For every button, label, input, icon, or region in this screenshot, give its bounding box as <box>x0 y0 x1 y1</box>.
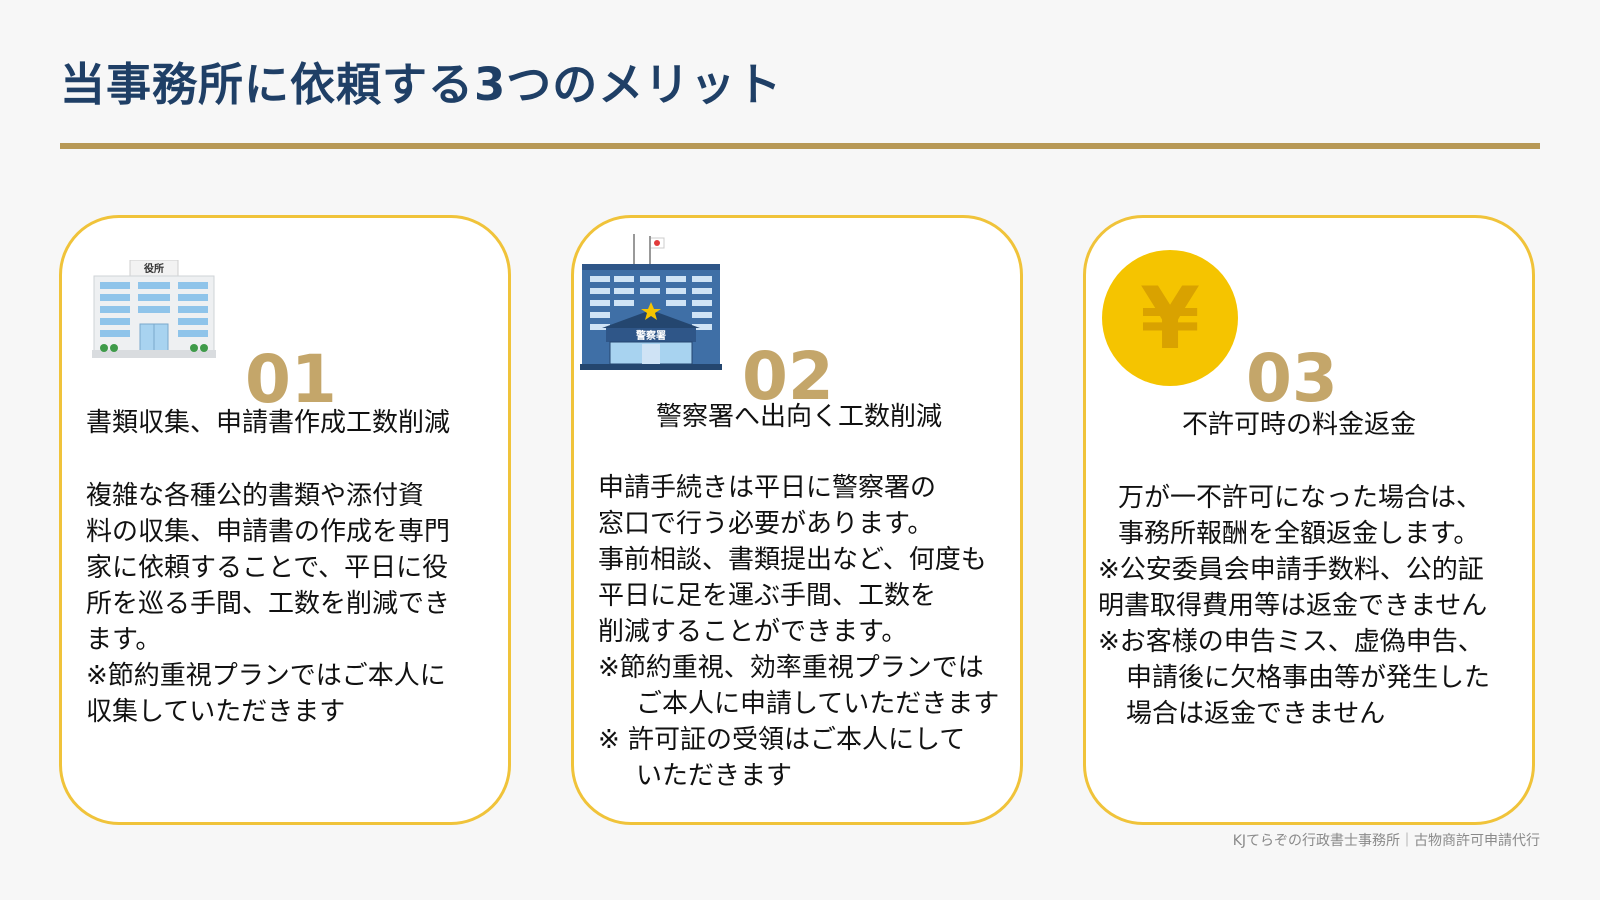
body-line: 平日に足を運ぶ手間、工数を <box>598 581 937 611</box>
city-hall-sign: 役所 <box>144 262 164 275</box>
body-line: ※公安委員会申請手数料、公的証 <box>1098 555 1484 585</box>
body-line: 事務所報酬を全額返金します。 <box>1118 519 1480 549</box>
police-station-sign: 警察署 <box>635 329 666 342</box>
yen-coin-icon: ¥ <box>1102 250 1238 386</box>
body-line: ※お客様の申告ミス、虚偽申告、 <box>1098 627 1484 657</box>
city-hall-icon: 役所 <box>92 260 216 358</box>
title-divider <box>60 143 1540 149</box>
body-line: ※節約重視、効率重視プランでは <box>598 653 984 683</box>
body-line: 申請後に欠格事由等が発生した <box>1126 663 1491 693</box>
body-line: ※ 許可証の受領はご本人にして <box>598 725 966 755</box>
merit-number: 03 <box>1246 340 1338 417</box>
merit-heading: 書類収集、申請書作成工数削減 <box>86 408 451 438</box>
body-line: 削減することができます。 <box>598 617 908 647</box>
merit-card-1: 役所 01 書類収集、申請書作成工数削減 複雑な各種公的書類や添付資 料の収集、… <box>59 215 511 825</box>
body-line: いただきます <box>636 761 793 791</box>
body-line: 料の収集、申請書の作成を専門 <box>86 517 451 547</box>
footer-credit: KJてらぞの行政書士事務所｜古物商許可申請代行 <box>1232 833 1540 849</box>
merit-card-3: ¥ 03 不許可時の料金返金 万が一不許可になった場合は、 事務所報酬を全額返金… <box>1083 215 1535 825</box>
merit-heading: 警察署へ出向く工数削減 <box>656 402 943 432</box>
body-line: 場合は返金できません <box>1126 699 1386 729</box>
merit-number: 02 <box>742 338 834 415</box>
body-line: ます。 <box>86 625 162 655</box>
merit-heading: 不許可時の料金返金 <box>1182 410 1417 440</box>
body-line: 万が一不許可になった場合は、 <box>1118 483 1483 513</box>
merit-body: 複雑な各種公的書類や添付資 料の収集、申請書の作成を専門 家に依頼することで、平… <box>86 478 450 730</box>
body-line: ご本人に申請していただきます <box>636 689 1000 719</box>
body-line: 事前相談、書類提出など、何度も <box>598 545 987 575</box>
page-title: 当事務所に依頼する3つのメリット <box>60 58 783 111</box>
body-line: 収集していただきます <box>86 697 346 727</box>
yen-symbol: ¥ <box>1140 269 1200 369</box>
body-line: 窓口で行う必要があります。 <box>598 509 934 539</box>
body-line: 複雑な各種公的書類や添付資 <box>86 481 425 511</box>
merit-body: 万が一不許可になった場合は、 事務所報酬を全額返金します。 ※公安委員会申請手数… <box>1098 480 1490 732</box>
merit-number: 01 <box>245 341 337 418</box>
body-line: 明書取得費用等は返金できません <box>1098 591 1488 621</box>
merit-card-2: 警察署 02 警察署へ出向く工数削減 申請手続きは平日に警察署の 窓口で行う必要… <box>571 215 1023 825</box>
body-line: ※節約重視プランではご本人に <box>86 661 446 691</box>
merit-body: 申請手続きは平日に警察署の 窓口で行う必要があります。 事前相談、書類提出など、… <box>598 470 999 794</box>
body-line: 申請手続きは平日に警察署の <box>598 473 937 503</box>
body-line: 所を巡る手間、工数を削減でき <box>86 589 451 619</box>
police-station-icon: 警察署 <box>580 234 722 370</box>
body-line: 家に依頼することで、平日に役 <box>86 553 449 583</box>
